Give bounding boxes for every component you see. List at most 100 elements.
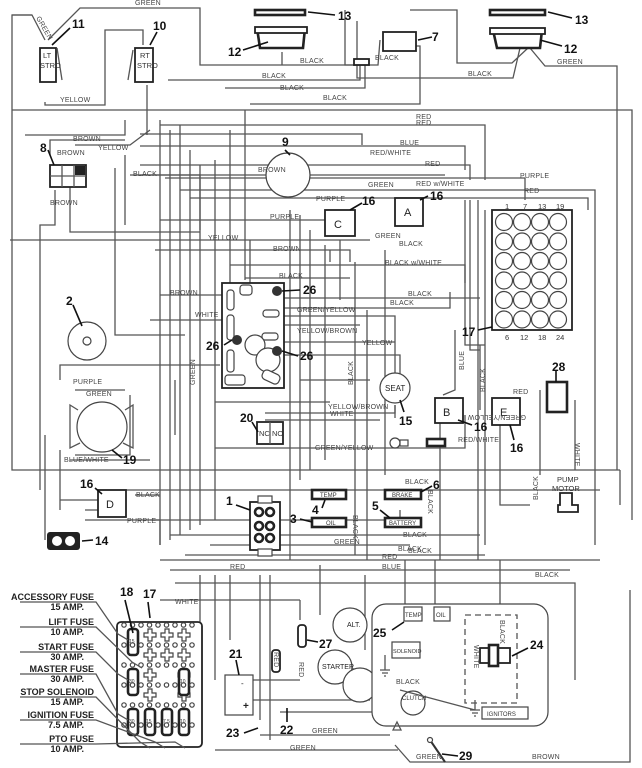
gauge-brake-label: BRAKE	[392, 493, 412, 499]
harness-connector-17: 1 7 13 19 6 12 18 24 17	[462, 202, 573, 342]
wire-label: BLACK	[403, 532, 427, 539]
wire-label: YELLOW	[208, 235, 239, 242]
pin-19: 19	[556, 202, 564, 211]
wire-label: BLUE	[459, 351, 466, 370]
connector-pin	[494, 310, 514, 329]
wire-label: BLACK	[399, 241, 423, 248]
wire-label: GREEN	[312, 728, 338, 735]
bus-dot	[155, 642, 161, 648]
fuse-label-name: START FUSE	[38, 642, 94, 652]
battery-positive: +	[243, 701, 249, 712]
callout-26b: 26	[206, 339, 220, 353]
connector-1: 1	[226, 494, 281, 557]
wire-label: BROWN	[258, 167, 286, 174]
engine-assembly: TEMP OIL 25 SOLENOID 24 CLUTCH IGNITORS …	[371, 603, 549, 763]
motor-label: MOTOR	[552, 484, 580, 493]
connector-pin	[530, 251, 550, 271]
callout-2: 2	[66, 294, 73, 308]
fuse-rating-text: 30	[129, 679, 135, 685]
fuse-leader-line	[20, 651, 129, 681]
wire-label: GREEN/YELLOW	[297, 307, 356, 314]
bus-dot	[172, 662, 178, 668]
lt-strobe-label: LT	[43, 51, 52, 60]
wire-label: GREEN	[290, 745, 316, 752]
connector-pin	[548, 310, 568, 329]
fuse	[160, 707, 174, 737]
empty-fuse-slot	[143, 688, 157, 702]
wire-label: RED	[416, 114, 431, 121]
callout-10: 10	[153, 19, 167, 33]
seat-label: SEAT	[385, 384, 405, 393]
oil-sender-label: OIL	[436, 613, 446, 619]
fuse-leader-line	[20, 601, 129, 641]
bus-dot	[172, 682, 178, 688]
wire-label: GREEN	[557, 59, 583, 66]
empty-fuse-slot	[160, 648, 174, 662]
connector-pin	[548, 271, 568, 290]
bus-dot	[155, 622, 161, 628]
lt-strobe-label-2: STRO	[40, 61, 61, 70]
bus-dot	[163, 702, 170, 708]
wire-label: YELLOW/BROWN	[328, 404, 388, 411]
callout-25: 25	[373, 626, 387, 640]
bus-dot	[180, 662, 187, 668]
gauge-battery-label: BATTERY	[389, 521, 416, 527]
fuse-label-name: MASTER FUSE	[29, 664, 94, 674]
bus-dot	[138, 622, 144, 628]
bus-dot	[129, 722, 136, 728]
starter: STARTER	[317, 649, 378, 703]
wire-label: BLACK	[133, 171, 157, 178]
callout-28: 28	[552, 360, 566, 374]
fuse-rating-text: 10	[180, 719, 186, 725]
fuse-rating-text: 15	[146, 719, 152, 725]
wire-label: BLUE/WHITE	[64, 457, 109, 464]
wire-label: BROWN	[50, 200, 78, 207]
wire-label: RED	[524, 188, 539, 195]
bus-dot	[163, 662, 170, 668]
fuse-label-name: LIFT FUSE	[49, 617, 95, 627]
wire-label: BLACK	[348, 361, 355, 385]
wire-label: YELLOW	[362, 340, 393, 347]
fuse-label-rating: 15 AMP.	[50, 602, 84, 612]
bus-dot	[146, 702, 153, 708]
callout-9: 9	[282, 135, 289, 149]
connector-pin	[494, 212, 514, 232]
callout-29: 29	[459, 749, 473, 763]
pin-6: 6	[505, 333, 509, 342]
wire-label: GREEN	[416, 754, 442, 761]
callout-14: 14	[95, 534, 109, 548]
temp-sender-label: TEMP	[405, 613, 422, 619]
wire-label: GREEN/YELLOW	[315, 445, 374, 452]
horn-module: 7	[353, 30, 439, 66]
wire-label: WHITE	[195, 312, 219, 319]
wire-label: PURPLE	[270, 214, 299, 221]
wire-label: RED	[513, 389, 528, 396]
bus-dot	[155, 702, 161, 708]
wire-label: BLACK	[300, 58, 324, 65]
gauge-oil: OIL 3	[290, 512, 348, 529]
ignition-switch: 9	[265, 135, 311, 198]
relay-c: C 16	[324, 194, 376, 237]
callout-24: 24	[530, 638, 544, 652]
fuse-rating-text: 15	[129, 639, 135, 645]
empty-fuse-slot	[177, 648, 191, 662]
bus-dot	[180, 682, 187, 688]
fuse	[126, 667, 140, 697]
relay-c-label: C	[334, 219, 342, 231]
pin-12: 12	[520, 333, 528, 342]
wire-label: YELLOW	[98, 145, 129, 152]
fuse-label-rating: 10 AMP.	[50, 627, 84, 637]
bus-dot	[121, 662, 127, 668]
callout-23: 23	[226, 726, 240, 740]
callout-13a: 13	[338, 9, 352, 23]
alt-label: ALT.	[347, 622, 361, 629]
wire-label: RED	[416, 120, 431, 127]
callout-16b: 16	[430, 189, 444, 203]
fuse-label-name: IGNITION FUSE	[27, 710, 94, 720]
bus-dot	[146, 722, 153, 728]
bus-dot	[155, 662, 161, 668]
callout-1: 1	[226, 494, 233, 508]
bus-dot	[180, 722, 187, 728]
relay-d-label: D	[106, 499, 114, 511]
